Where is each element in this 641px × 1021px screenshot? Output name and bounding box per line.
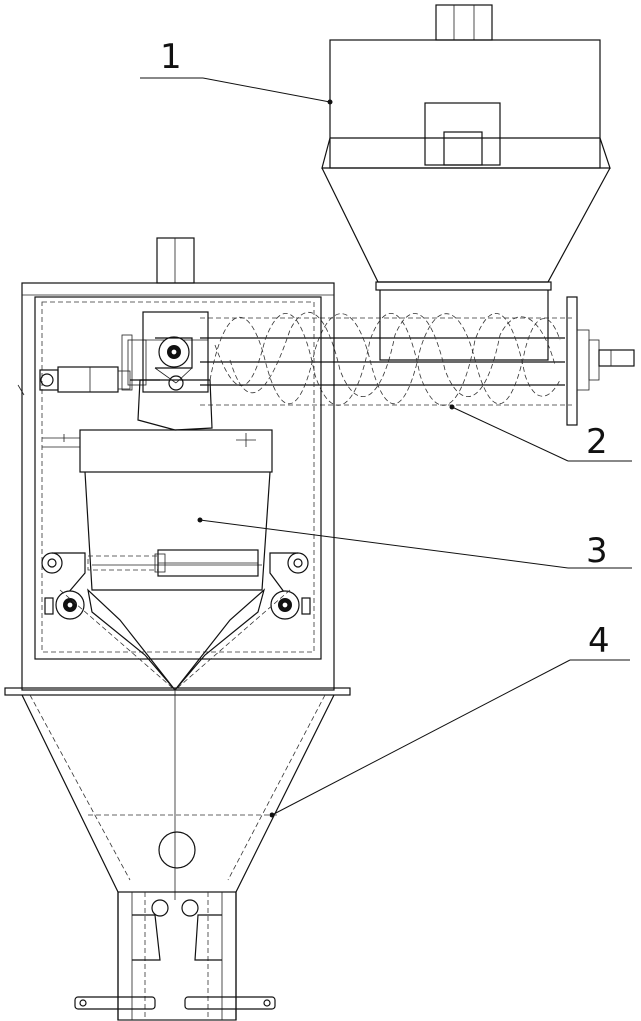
callout-2-label: 2 [586, 422, 608, 462]
callout-4-label: 4 [588, 621, 610, 661]
callout-1-label: 1 [160, 37, 182, 77]
weighing-frame [17, 237, 335, 691]
screw-conveyor [121, 290, 635, 426]
callout-3: 3 [197, 517, 632, 571]
callout-2: 2 [449, 404, 632, 462]
callout-4: 4 [269, 621, 630, 818]
feed-hopper [321, 4, 611, 291]
callout-1: 1 [140, 37, 333, 105]
discharge-hopper [4, 687, 351, 1021]
callout-3-label: 3 [586, 531, 608, 571]
